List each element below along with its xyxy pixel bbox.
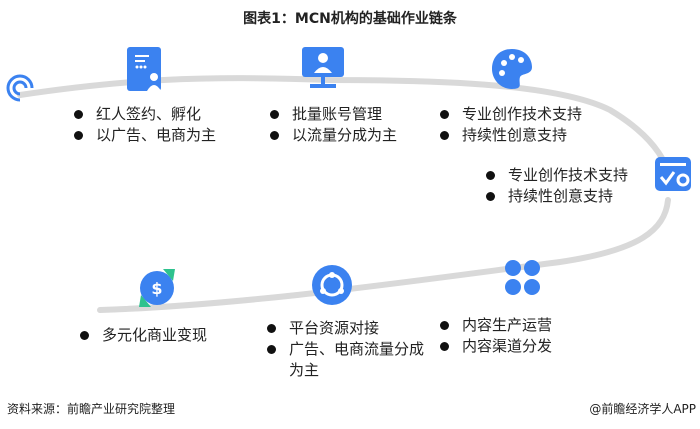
stage-platform-text: 平台资源对接 广告、电商流量分成为主	[265, 318, 425, 381]
stage-content-text: 内容生产运营 内容渠道分发	[438, 315, 552, 357]
grid-icon	[505, 260, 540, 295]
list-item: 广告、电商流量分成为主	[265, 339, 425, 381]
stage-settings-text: 专业创作技术支持 持续性创意支持	[484, 165, 628, 207]
monitor-icon	[302, 47, 344, 88]
list-item: 平台资源对接	[265, 318, 425, 339]
contract-icon	[127, 47, 161, 91]
diagram-title: 图表1：MCN机构的基础作业链条	[243, 11, 457, 27]
list-item: 内容生产运营	[438, 315, 552, 336]
list-item: 内容渠道分发	[438, 336, 552, 357]
list-item: 专业创作技术支持	[484, 165, 628, 186]
palette-icon	[492, 49, 532, 89]
stage-account-text: 批量账号管理 以流量分成为主	[268, 104, 397, 146]
list-item: 持续性创意支持	[438, 125, 582, 146]
source-note: 资料来源：前瞻产业研究院整理	[7, 402, 176, 416]
stage-monetize-text: 多元化商业变现	[78, 325, 207, 346]
list-item: 多元化商业变现	[78, 325, 207, 346]
dollar-exchange-icon: $	[139, 269, 175, 307]
list-item: 专业创作技术支持	[438, 104, 582, 125]
stage-contract-text: 红人签约、孵化 以广告、电商为主	[72, 104, 216, 146]
list-item: 以广告、电商为主	[72, 125, 216, 146]
list-item: 持续性创意支持	[484, 186, 628, 207]
touch-icon	[6, 74, 34, 102]
list-item: 以流量分成为主	[268, 125, 397, 146]
list-item: 红人签约、孵化	[72, 104, 216, 125]
stage-creative-text: 专业创作技术支持 持续性创意支持	[438, 104, 582, 146]
list-item: 批量账号管理	[268, 104, 397, 125]
share-icon	[312, 265, 352, 305]
svg-text:$: $	[151, 279, 162, 298]
settings-check-icon	[655, 157, 691, 191]
credit: @前瞻经济学人APP	[589, 402, 696, 416]
